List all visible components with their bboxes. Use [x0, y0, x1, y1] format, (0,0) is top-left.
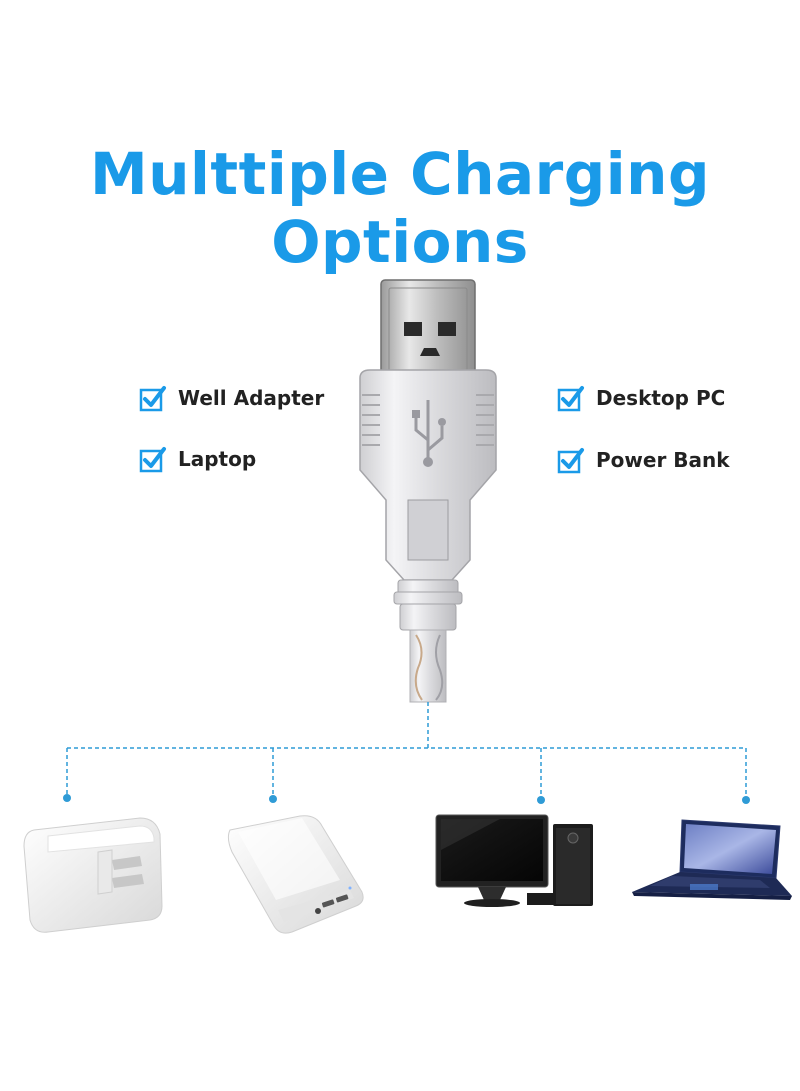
page-title: Multtiple Charging Options — [90, 140, 710, 276]
desktop-pc-icon — [426, 805, 602, 911]
option-desktop-pc: Desktop PC — [557, 385, 726, 412]
check-box-icon — [139, 446, 166, 473]
check-box-icon — [139, 385, 166, 412]
connector-lines — [66, 702, 747, 800]
option-label: Laptop — [178, 447, 257, 471]
check-box-icon — [557, 385, 584, 412]
option-label: Power Bank — [596, 448, 730, 472]
option-label: Desktop PC — [596, 386, 726, 410]
power-bank-icon — [227, 815, 364, 934]
wall-adapter-icon — [23, 817, 163, 933]
check-box-icon — [557, 447, 584, 474]
option-well-adapter: Well Adapter — [139, 385, 325, 412]
option-label: Well Adapter — [178, 386, 325, 410]
option-laptop: Laptop — [139, 446, 257, 473]
option-power-bank: Power Bank — [557, 447, 730, 474]
laptop-icon — [632, 819, 792, 900]
connector-dots — [63, 794, 750, 804]
usb-plug-icon — [359, 279, 497, 703]
